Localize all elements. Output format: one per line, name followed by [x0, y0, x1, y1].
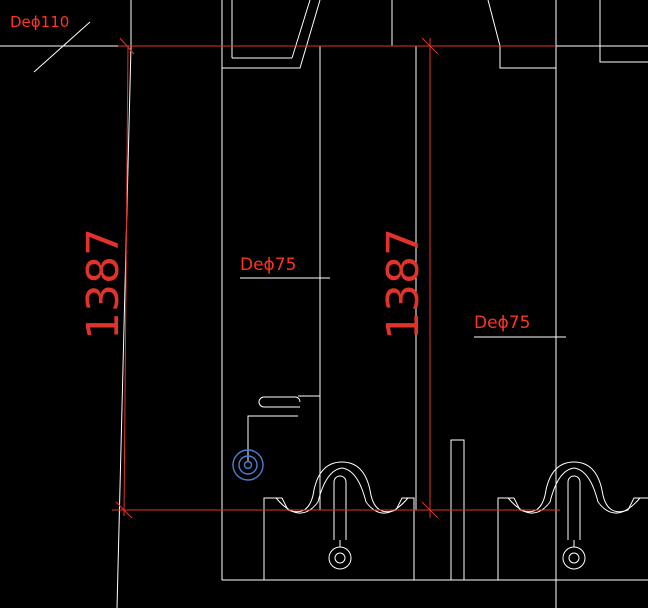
toilet-fixture-right[interactable]: [497, 461, 648, 580]
floor-drain[interactable]: [232, 396, 301, 481]
tick-mark: [421, 501, 439, 519]
pipe-label-branch-right: Deϕ75: [474, 313, 530, 333]
toilet-fixture-left[interactable]: [263, 461, 415, 580]
dimension-text-left: 1387: [78, 228, 129, 340]
dimension-text-right: 1387: [378, 228, 429, 340]
tick-mark: [119, 37, 135, 55]
pipe-label-main: Deϕ110: [10, 13, 69, 31]
pipe-label-branch-left: Deϕ75: [240, 255, 296, 275]
dimension-lines: [112, 37, 560, 519]
tick-mark: [115, 501, 133, 519]
tick-mark: [421, 37, 439, 55]
